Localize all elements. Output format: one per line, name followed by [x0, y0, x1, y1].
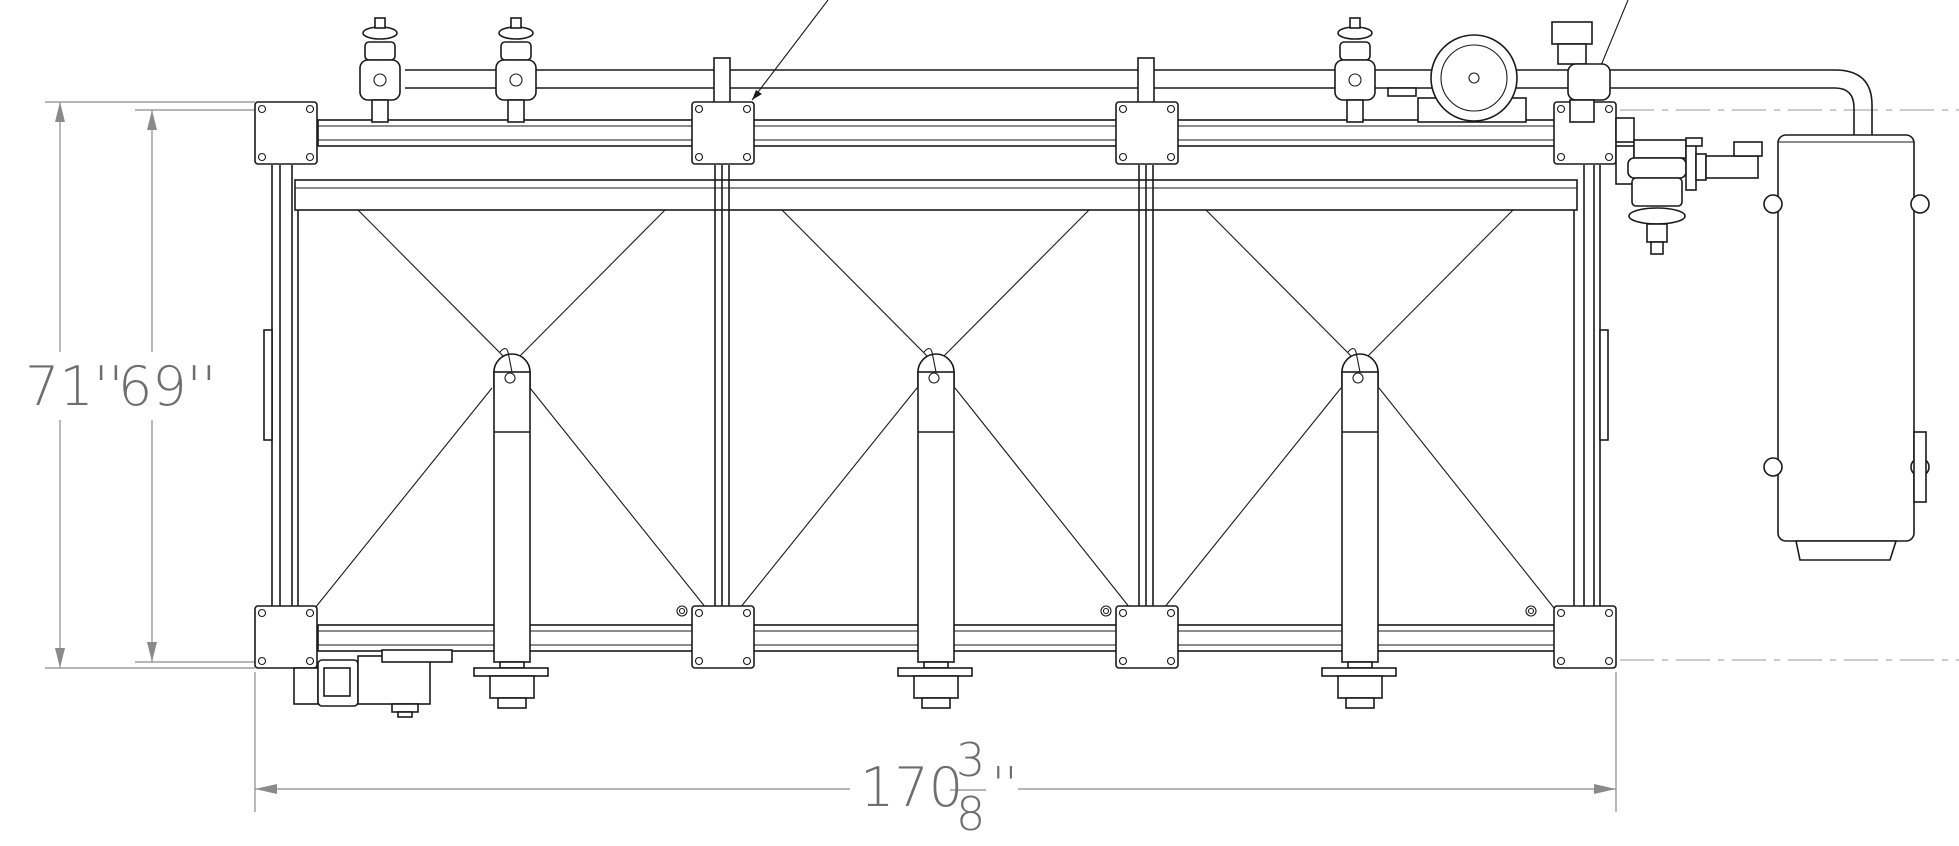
- valve-icon: [495, 17, 537, 123]
- regulator-icon: [1615, 117, 1763, 255]
- motor-icon: [293, 649, 453, 718]
- side-frames: [263, 165, 1609, 610]
- middle-posts: [713, 57, 1155, 610]
- width-numerator-label: 3: [956, 733, 985, 787]
- dimension-outer-height: [55, 102, 65, 668]
- cylinder-icon: [1321, 347, 1397, 709]
- cylinder-icon: [473, 347, 549, 709]
- upper-frame: [294, 119, 1578, 211]
- pump-icon: [1387, 34, 1527, 123]
- valve-icon: [359, 17, 401, 123]
- dimension-inner-height: [147, 110, 157, 662]
- inner-height-label: 69'': [118, 355, 216, 418]
- cylinder-icon: [897, 347, 973, 709]
- lower-bolts: [676, 605, 1537, 617]
- outer-height-label: 71'': [25, 355, 123, 418]
- valve-icon: [1334, 17, 1376, 123]
- cross-bracing: [314, 209, 1555, 609]
- width-unit-label: '': [992, 757, 1017, 811]
- width-denominator-label: 8: [956, 787, 985, 841]
- width-whole-label: 170: [860, 756, 963, 819]
- tank-icon: [1763, 134, 1930, 561]
- control-valve-icon: [1551, 21, 1611, 123]
- dimension-width: [254, 672, 1617, 812]
- center-lines: [45, 101, 1959, 669]
- mounting-plates: [254, 101, 1617, 669]
